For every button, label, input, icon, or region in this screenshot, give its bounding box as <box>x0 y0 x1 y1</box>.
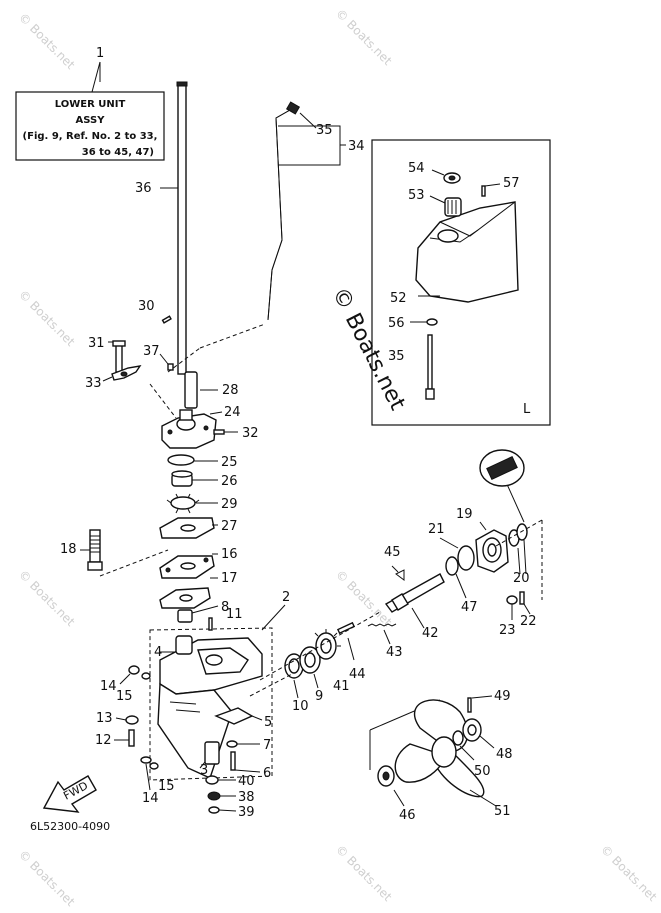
callout-label: 29 <box>221 497 238 512</box>
callout-label: 57 <box>503 176 520 191</box>
box-line-2: ASSY <box>76 115 106 126</box>
propeller <box>369 695 497 807</box>
callout-label: 28 <box>222 383 239 398</box>
watermark-text: © Boats.net <box>16 10 78 72</box>
callout-label: 25 <box>221 455 238 470</box>
box-line-4: 36 to 45, 47) <box>82 147 154 158</box>
callout-label: 30 <box>138 299 155 314</box>
callout-label-1: 1 <box>96 46 104 61</box>
callout-label: 34 <box>348 139 365 154</box>
callout-label: 42 <box>422 626 439 641</box>
callout-label: 48 <box>496 747 513 762</box>
callout-label: 19 <box>456 507 473 522</box>
inset-letter: L <box>523 402 531 417</box>
callout-label: 35 <box>316 123 333 138</box>
box-line-1: LOWER UNIT <box>55 99 126 110</box>
watermark-text: © Boats.net <box>16 847 78 909</box>
callout-label: 6 <box>263 766 271 781</box>
callout-label: 12 <box>95 733 112 748</box>
watermark-text: © Boats.net <box>333 6 395 68</box>
callout-label: 11 <box>226 607 243 622</box>
callout-label: 2 <box>282 590 290 605</box>
callout-label: 44 <box>349 667 366 682</box>
callout-label: 54 <box>408 161 425 176</box>
propeller-shaft-assembly <box>249 449 543 699</box>
callout-label: 7 <box>263 738 271 753</box>
watermark-text: © Boats.net <box>16 567 78 629</box>
callout-label: 45 <box>384 545 401 560</box>
water-pump-stack <box>80 315 266 623</box>
callout-label: 53 <box>408 188 425 203</box>
drive-shaft <box>160 81 188 375</box>
lower-casing <box>114 604 286 814</box>
callout-label: 24 <box>224 405 241 420</box>
callout-label: 8 <box>221 600 229 615</box>
callout-label: 37 <box>143 344 160 359</box>
callout-label: 38 <box>238 790 255 805</box>
callout-label: 56 <box>388 316 405 331</box>
callout-label: 20 <box>513 571 530 586</box>
callout-labels: 36 30 31 37 33 28 24 32 25 26 29 27 16 1… <box>60 123 537 823</box>
callout-label: 5 <box>264 715 272 730</box>
callout-label: 31 <box>88 336 105 351</box>
callout-label: 17 <box>221 571 238 586</box>
box-line-3: (Fig. 9, Ref. No. 2 to 33, <box>23 131 158 142</box>
callout-label: 14 <box>100 679 117 694</box>
callout-label: 46 <box>399 808 416 823</box>
callout-label: 14 <box>142 791 159 806</box>
callout-label: 41 <box>333 679 350 694</box>
callout-label: 22 <box>520 614 537 629</box>
drawing-number: 6L52300-4090 <box>30 820 110 833</box>
callout-label: 4 <box>154 645 162 660</box>
watermark-text: © Boats.net <box>598 842 660 904</box>
callout-label: 13 <box>96 711 113 726</box>
callout-label: 50 <box>474 764 491 779</box>
callout-label: 40 <box>238 774 255 789</box>
callout-label: 15 <box>158 779 175 794</box>
inset-panel-l: L <box>371 139 551 426</box>
callout-label: 47 <box>461 600 478 615</box>
callout-label: 26 <box>221 474 238 489</box>
callout-label: 35 <box>388 349 405 364</box>
callout-label: 15 <box>116 689 133 704</box>
callout-label: 27 <box>221 519 238 534</box>
assy-callout-box: 1 LOWER UNIT ASSY (Fig. 9, Ref. No. 2 to… <box>15 46 165 161</box>
shift-rod <box>267 101 346 321</box>
callout-label: 10 <box>292 699 309 714</box>
callout-label: 43 <box>386 645 403 660</box>
callout-label: 18 <box>60 542 77 557</box>
callout-label: 52 <box>390 291 407 306</box>
callout-label: 51 <box>494 804 511 819</box>
callout-label: 3 <box>200 763 208 778</box>
callout-label: 21 <box>428 522 445 537</box>
callout-label: 23 <box>499 623 516 638</box>
callout-label: 49 <box>494 689 511 704</box>
watermark-text: © Boats.net <box>16 287 78 349</box>
callout-label: 16 <box>221 547 238 562</box>
callout-label: 36 <box>135 181 152 196</box>
watermark-text: © Boats.net <box>333 567 395 629</box>
callout-label: 39 <box>238 805 255 820</box>
callout-label: 32 <box>242 426 259 441</box>
watermark-text: © Boats.net <box>333 842 395 904</box>
fwd-arrow-icon: FWD <box>42 775 97 813</box>
callout-label: 9 <box>315 689 323 704</box>
callout-label: 33 <box>85 376 102 391</box>
